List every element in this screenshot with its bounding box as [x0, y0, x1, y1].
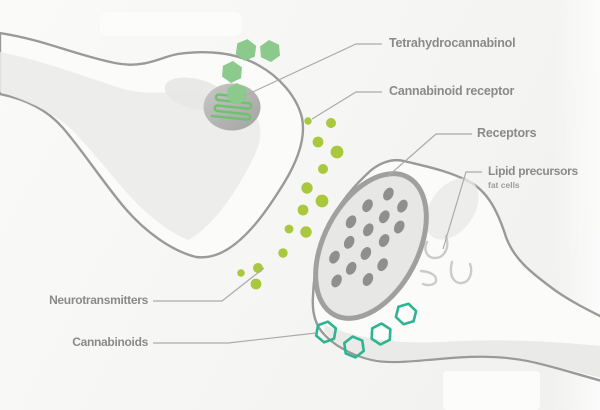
leader-lines — [153, 43, 482, 344]
receptor-dot — [345, 261, 357, 275]
neurotransmitter-dot — [301, 182, 313, 194]
receptor-dot — [360, 247, 372, 260]
receptor-dot — [397, 199, 408, 213]
receptor-dot — [393, 220, 405, 234]
neurotransmitter-dot — [304, 117, 312, 125]
label-lipid-precursors: Lipid precursors — [488, 164, 578, 178]
cannabinoid-hexagon — [342, 335, 366, 359]
lipid-squiggle — [449, 260, 473, 285]
neurotransmitter-dot — [318, 164, 328, 174]
label-cannabinoid-receptor: Cannabinoid receptor — [389, 84, 515, 98]
neurotransmitter-dot — [330, 145, 344, 159]
leader-cannabinoid-receptor — [311, 91, 382, 120]
receptor-dot — [383, 187, 394, 201]
neurotransmitter-dot — [253, 263, 263, 273]
receptor-dot — [378, 210, 390, 224]
receptor-dot — [345, 215, 357, 229]
thc-hexagon — [227, 83, 247, 105]
cannabinoid-hexagon — [370, 322, 392, 346]
thc-hexagon — [235, 39, 257, 61]
leader-lipid-precursors — [442, 171, 482, 250]
neurotransmitter-dot — [315, 194, 329, 208]
label-receptors: Receptors — [477, 126, 537, 140]
thc-molecules — [222, 39, 280, 105]
receptor-dot — [362, 223, 374, 237]
lipid-squiggle — [419, 269, 438, 287]
leader-neurotransmitters — [153, 267, 265, 302]
receptor-dot — [362, 273, 374, 286]
neurotransmitters — [237, 117, 344, 290]
receptor-dot — [378, 234, 390, 247]
lipid-squiggle — [424, 234, 449, 260]
neurotransmitter-dot — [278, 248, 288, 258]
neurotransmitter-dot — [312, 136, 324, 148]
label-cannabinoids: Cannabinoids — [72, 335, 148, 349]
receptor-dot — [329, 250, 340, 264]
neurotransmitter-dot — [237, 269, 245, 277]
neurotransmitter-dot — [297, 204, 309, 216]
presynaptic-terminal — [0, 31, 305, 259]
cannabinoid-hexagon — [314, 320, 338, 344]
cannabinoid-hexagon — [394, 302, 418, 326]
neurotransmitter-dot — [284, 224, 294, 234]
postsynaptic-bottom-shading — [324, 325, 600, 378]
label-tetrahydrocannabinol: Tetrahydrocannabinol — [389, 36, 516, 50]
receptor-dot — [343, 235, 355, 249]
neurotransmitter-dot — [250, 278, 262, 290]
receptor-sites — [329, 187, 408, 288]
thc-hexagon — [260, 40, 280, 62]
label-neurotransmitters: Neurotransmitters — [49, 293, 148, 307]
postsynaptic-inner-shading — [425, 178, 479, 240]
neurotransmitter-dot — [326, 118, 336, 128]
cannabinoids — [314, 302, 418, 359]
postsynaptic-terminal — [311, 159, 600, 382]
leader-tetrahydrocannabinol — [243, 43, 382, 97]
leader-cannabinoids — [153, 332, 317, 344]
thc-hexagon — [222, 61, 242, 83]
receptor-dot — [362, 199, 373, 213]
neurotransmitter-dot — [300, 226, 312, 238]
leader-receptors — [386, 133, 472, 178]
receptor-array — [313, 171, 429, 321]
receptor-dot — [377, 258, 388, 272]
lipid-precursors — [419, 234, 473, 287]
label-fat-cells: fat cells — [488, 180, 520, 190]
receptor-coil — [210, 93, 253, 121]
receptor-dot — [331, 274, 342, 288]
